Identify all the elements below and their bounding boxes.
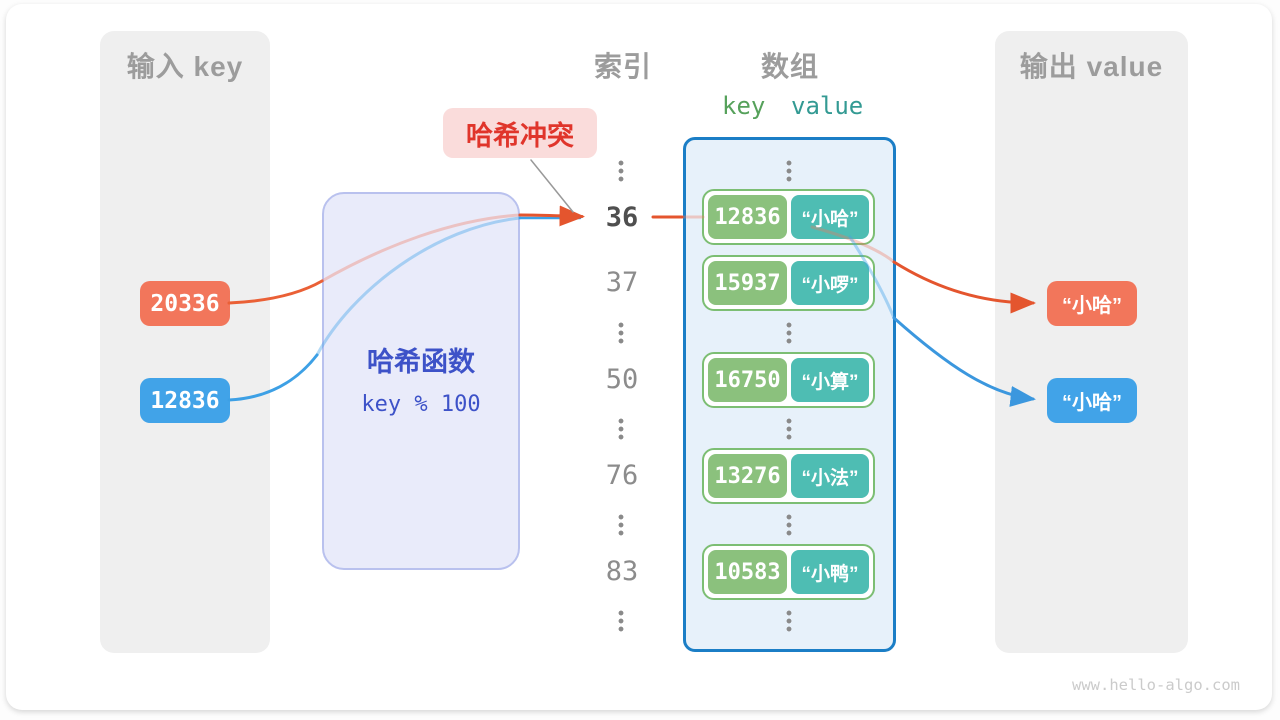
- input-key-chip-20336: 20336: [140, 281, 230, 326]
- ellipsis-dots: [618, 159, 624, 182]
- output-value-label: “小哈”: [1062, 295, 1122, 317]
- input-key-column: 输入 key 20336 12836: [100, 31, 270, 653]
- key-box: 13276: [708, 454, 787, 498]
- pair-key: 13276: [714, 463, 781, 489]
- pair-key: 10583: [714, 559, 781, 585]
- index-column-title: 索引: [593, 51, 652, 82]
- index-value-76: 76: [605, 460, 639, 491]
- value-box: “小哈”: [791, 195, 869, 239]
- pair-value: “小法”: [801, 467, 859, 489]
- ellipsis-dots: [786, 609, 792, 632]
- ellipsis-dots: [618, 417, 624, 440]
- value-box: “小算”: [791, 358, 869, 402]
- ellipsis-dots: [786, 513, 792, 536]
- key-box: 10583: [708, 550, 787, 594]
- ellipsis-dots: [786, 159, 792, 182]
- output-column-title: 输出 value: [1019, 51, 1164, 82]
- array-key-header: key: [722, 92, 766, 120]
- key-box: 12836: [708, 195, 787, 239]
- array-column-title: 数组: [760, 51, 819, 82]
- hash-function-title: 哈希函数: [367, 347, 475, 377]
- pair-key: 15937: [714, 270, 781, 296]
- input-key-chip-12836: 12836: [140, 378, 230, 423]
- input-column-title: 输入 key: [126, 51, 244, 82]
- pair-value: “小啰”: [801, 274, 859, 296]
- pair-key: 16750: [714, 367, 781, 393]
- index-value-50: 50: [605, 364, 639, 395]
- pair-value: “小哈”: [801, 208, 859, 230]
- index-value-83: 83: [605, 556, 639, 587]
- hash-collision-label: 哈希冲突: [443, 108, 597, 158]
- array-slot-83: 10583 “小鸭”: [702, 544, 875, 600]
- ellipsis-dots: [786, 417, 792, 440]
- value-box: “小鸭”: [791, 550, 869, 594]
- array-slot-50: 16750 “小算”: [702, 352, 875, 408]
- ellipsis-dots: [618, 609, 624, 632]
- value-box: “小法”: [791, 454, 869, 498]
- hash-collision-text: 哈希冲突: [466, 120, 574, 151]
- input-key-label: 20336: [150, 290, 220, 317]
- ellipsis-dots: [786, 321, 792, 344]
- hash-function-box: 哈希函数 key % 100: [322, 192, 520, 570]
- array-value-header: value: [791, 92, 864, 120]
- ellipsis-dots: [618, 321, 624, 344]
- array-slot-37: 15937 “小啰”: [702, 255, 875, 311]
- key-box: 16750: [708, 358, 787, 402]
- pair-value: “小鸭”: [801, 563, 859, 585]
- ellipsis-dots: [618, 513, 624, 536]
- output-value-chip-blue: “小哈”: [1047, 378, 1137, 423]
- hash-function-formula: key % 100: [361, 392, 481, 417]
- index-value-37: 37: [605, 267, 639, 298]
- output-value-chip-orange: “小哈”: [1047, 281, 1137, 326]
- output-value-label: “小哈”: [1062, 392, 1122, 414]
- key-box: 15937: [708, 261, 787, 305]
- array-slot-76: 13276 “小法”: [702, 448, 875, 504]
- array-slot-36: 12836 “小哈”: [702, 189, 875, 245]
- pair-value: “小算”: [801, 371, 859, 393]
- index-value-36: 36: [605, 202, 639, 233]
- watermark: www.hello-algo.com: [1072, 676, 1240, 694]
- input-key-label: 12836: [150, 387, 220, 414]
- output-value-column: 输出 value “小哈” “小哈”: [995, 31, 1188, 653]
- pair-key: 12836: [714, 204, 781, 230]
- value-box: “小啰”: [791, 261, 869, 305]
